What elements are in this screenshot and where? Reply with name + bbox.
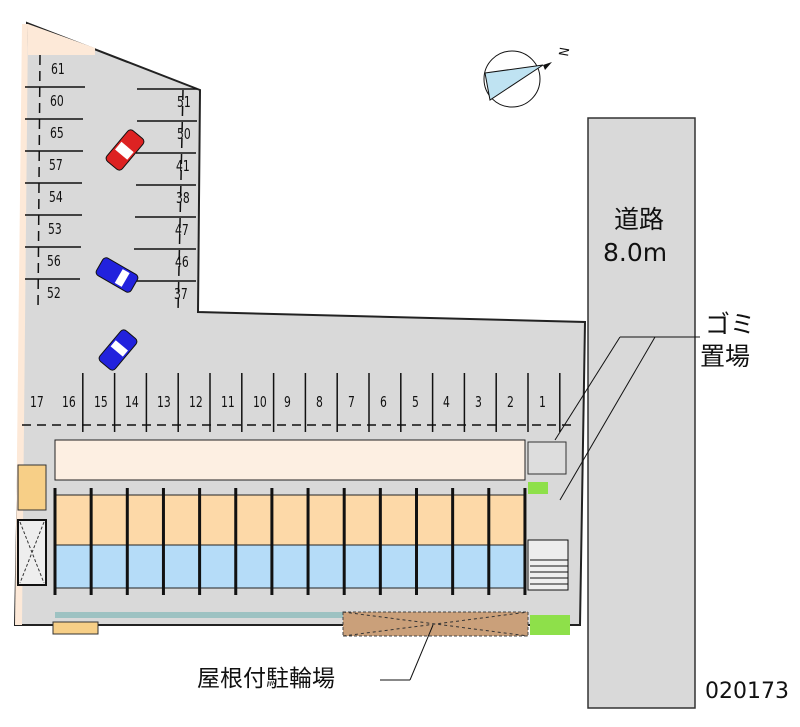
mailbox [52, 621, 99, 635]
parking-space-label: 14 [125, 393, 140, 411]
parking-space-label: 2 [507, 393, 514, 411]
parking-space-label: 57 [49, 156, 63, 174]
stairs [527, 539, 569, 591]
parking-space-label: 11 [220, 393, 235, 411]
parking-space-label: 1 [538, 393, 546, 411]
corner-strip [28, 24, 95, 55]
parking-space-label: 41 [176, 157, 190, 175]
road-width: 8.0m [603, 238, 668, 267]
green-area [528, 482, 548, 494]
right-stall-lines [134, 88, 197, 313]
parking-space-label: 53 [48, 220, 62, 238]
building-front [54, 494, 526, 546]
parking-space-label: 61 [51, 60, 65, 78]
bottom-stall-lines [82, 373, 561, 432]
compass-icon [483, 50, 552, 108]
left-stall-lines [25, 54, 85, 311]
property-code: 020173 [705, 679, 789, 704]
unit-walls [53, 488, 527, 595]
parking-space-label: 56 [47, 252, 62, 270]
parking-space-label: 8 [316, 393, 324, 411]
parking-space-label: 4 [443, 393, 451, 411]
parking-space-label: 13 [157, 393, 171, 411]
walkway [54, 439, 526, 481]
parking-space-label: 5 [411, 393, 419, 411]
parking-space-label: 7 [348, 393, 355, 411]
garbage-label-line1: ゴミ [705, 310, 756, 339]
car-icon [98, 329, 138, 371]
parking-space-label: 54 [48, 188, 63, 206]
meter-box [17, 464, 47, 511]
parking-space-label: 51 [177, 93, 191, 111]
building-back [54, 544, 526, 589]
parking-space-label: 10 [252, 393, 267, 411]
car-icon [95, 257, 139, 293]
parking-space-label: 3 [475, 393, 483, 411]
parking-space-label: 47 [175, 221, 189, 239]
road-name: 道路 [614, 205, 665, 234]
rear-path [55, 612, 345, 618]
parking-space-label: 37 [174, 285, 188, 303]
parking-space-label: 12 [189, 393, 203, 411]
parking-space-label: 65 [49, 124, 64, 142]
parking-space-label: 16 [61, 393, 76, 411]
parking-space-label: 15 [93, 393, 108, 411]
bicycle-parking-label: 屋根付駐輪場 [197, 666, 335, 692]
parking-space-label: 9 [284, 393, 292, 411]
parking-space-label: 50 [176, 125, 191, 143]
parking-space-label: 52 [46, 284, 61, 302]
car-icon [105, 129, 145, 171]
green-area [530, 615, 570, 635]
parking-space-label: 38 [175, 189, 190, 207]
road [587, 117, 696, 709]
parking-space-label: 46 [174, 253, 189, 271]
parking-space-label: 17 [30, 393, 44, 411]
parking-space-label: 6 [379, 393, 387, 411]
parking-space-label: 60 [50, 92, 65, 110]
garbage-label-line2: 置場 [700, 342, 751, 371]
garbage-area [527, 441, 567, 475]
